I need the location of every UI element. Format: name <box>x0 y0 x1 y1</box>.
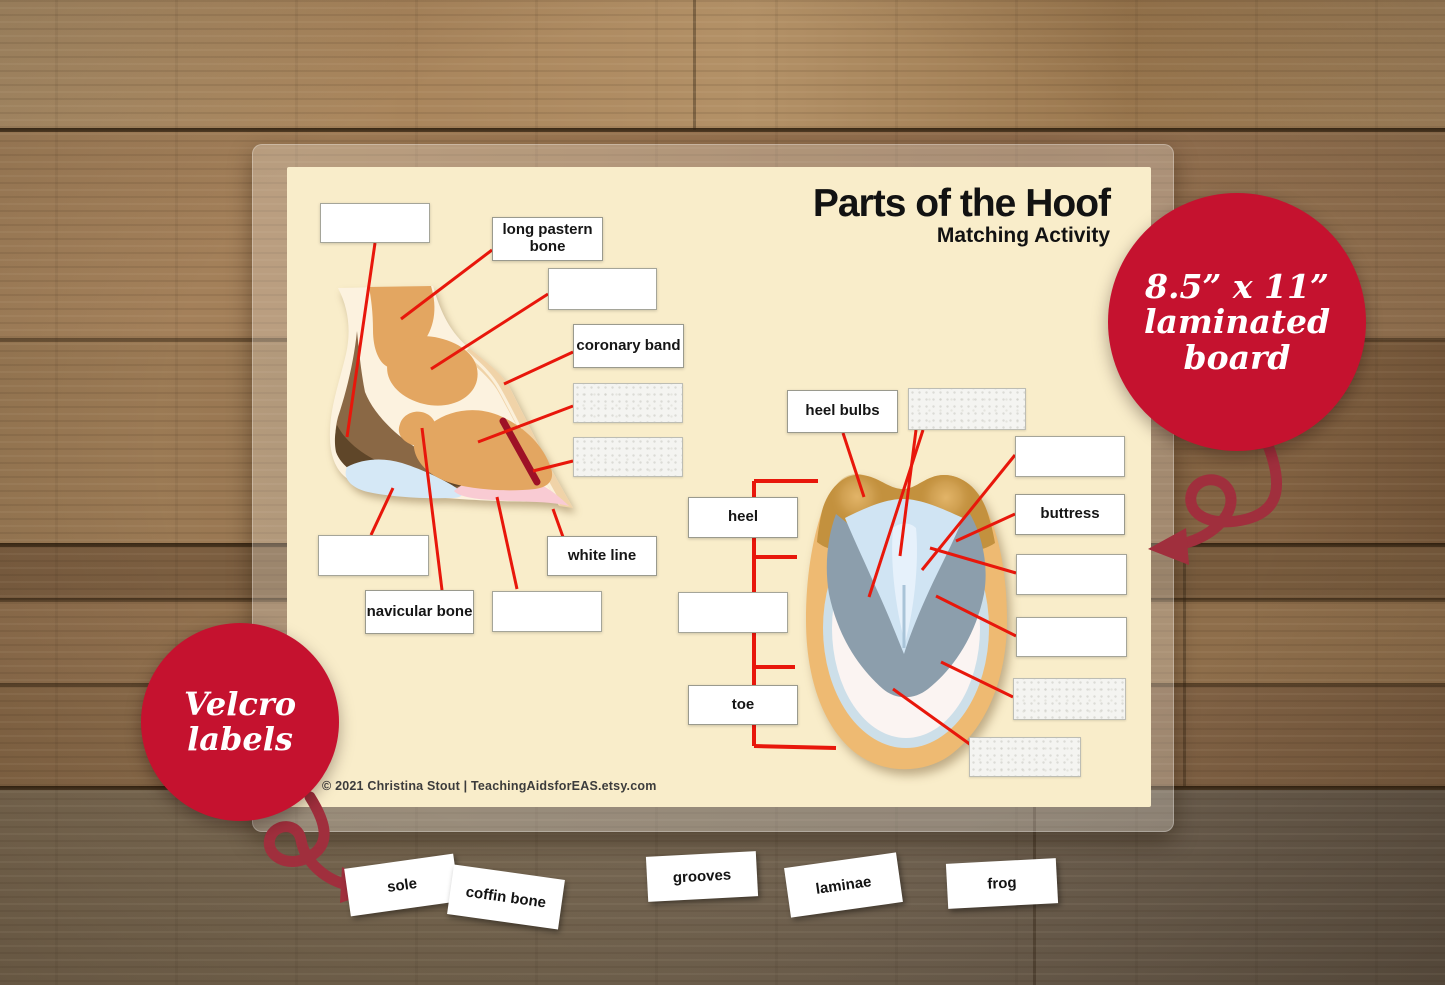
label-long-pastern-bone: long pastern bone <box>492 217 603 261</box>
answer-slot-quarter[interactable] <box>1016 554 1127 595</box>
velcro-slot-laminae[interactable] <box>573 437 683 477</box>
plank-joint <box>1183 545 1186 786</box>
label-toe: toe <box>688 685 798 725</box>
velcro-badge: Velcro labels <box>141 623 339 821</box>
velcro-slot-frog[interactable] <box>908 388 1026 430</box>
answer-slot-bars[interactable] <box>1015 436 1125 477</box>
label-heel: heel <box>688 497 798 538</box>
answer-slot-extensor-area[interactable] <box>320 203 430 243</box>
velcro-tile-grooves[interactable]: grooves <box>645 851 759 902</box>
velcro-badge-line1: Velcro <box>183 685 297 724</box>
page-subtitle: Matching Activity <box>936 224 1110 247</box>
size-badge-line2: laminated <box>1143 302 1331 342</box>
velcro-slot-coffin-bone[interactable] <box>573 383 683 423</box>
velcro-tile-frog[interactable]: frog <box>945 858 1059 909</box>
size-badge-line1: 8.5” x 11” <box>1145 266 1329 306</box>
velcro-slot-sole[interactable] <box>969 737 1081 777</box>
size-badge-line3: board <box>1183 337 1291 377</box>
copyright-text: © 2021 Christina Stout | TeachingAidsfor… <box>322 779 657 793</box>
label-navicular-bone: navicular bone <box>365 590 474 634</box>
answer-slot-sole-side[interactable] <box>492 591 602 632</box>
title-block: Parts of the Hoof Matching Activity <box>600 182 1111 247</box>
answer-slot-wall[interactable] <box>1016 617 1127 657</box>
size-badge: 8.5” x 11” laminated board <box>1108 193 1366 451</box>
answer-slot-short-pastern[interactable] <box>548 268 657 310</box>
label-buttress: buttress <box>1015 494 1125 535</box>
wood-plank <box>0 0 1445 130</box>
velcro-slot-white-line[interactable] <box>1013 678 1126 720</box>
page-title: Parts of the Hoof <box>812 182 1111 225</box>
label-coronary-band: coronary band <box>573 324 684 368</box>
label-heel-bulbs: heel bulbs <box>787 390 898 433</box>
plank-joint <box>693 0 696 130</box>
plank-seam <box>0 128 1445 132</box>
answer-slot-quarter-left[interactable] <box>678 592 788 633</box>
answer-slot-digital-cushion[interactable] <box>318 535 429 576</box>
label-white-line: white line <box>547 536 657 576</box>
velcro-badge-line2: labels <box>187 720 293 758</box>
